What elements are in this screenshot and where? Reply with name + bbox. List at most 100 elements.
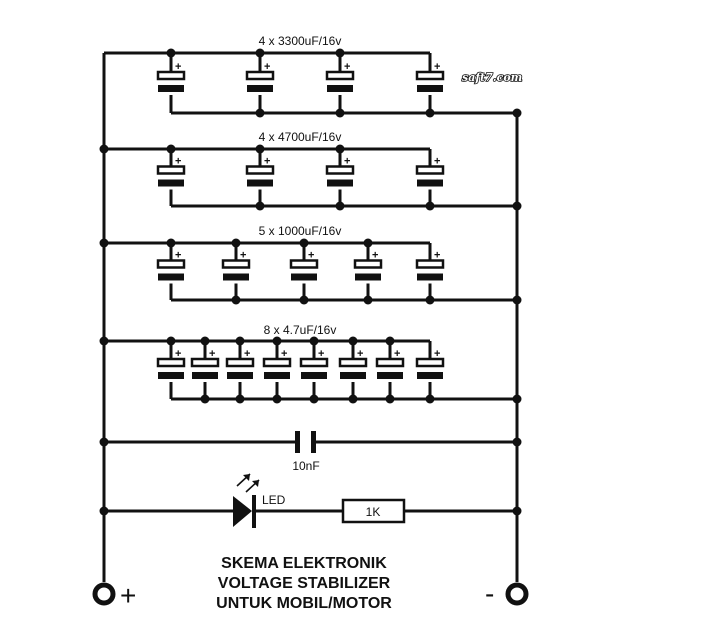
electrolytic-capacitor: +: [415, 156, 445, 187]
electrolytic-capacitor: +: [415, 61, 445, 92]
junction-dot: [425, 295, 435, 305]
junction-dot: [512, 295, 522, 305]
resistor-label: 1K: [366, 505, 381, 519]
junction-dot: [99, 144, 109, 154]
junction-dot: [335, 144, 345, 154]
polarity-plus-icon: +: [434, 250, 440, 262]
arrowhead-icon: [252, 480, 259, 487]
polarity-plus-icon: +: [264, 61, 270, 73]
junction-dot: [335, 201, 345, 211]
junction-dot: [99, 238, 109, 248]
bank-label-1: 4 x 3300uF/16v: [259, 34, 342, 48]
junction-dot: [255, 108, 265, 118]
polarity-plus-icon: +: [175, 156, 181, 168]
polarity-plus-icon: +: [308, 250, 314, 262]
electrolytic-capacitor: +: [245, 156, 275, 187]
electrolytic-capacitor: +: [415, 348, 445, 379]
junction-dot: [335, 48, 345, 58]
junction-dot: [425, 201, 435, 211]
junction-dot: [309, 336, 319, 346]
junction-dot: [200, 336, 210, 346]
junction-dot: [385, 394, 395, 404]
junction-dot: [299, 238, 309, 248]
polarity-plus-icon: +: [175, 250, 181, 262]
junction-dot: [200, 394, 210, 404]
junction-dot: [272, 336, 282, 346]
title-line-1: SKEMA ELEKTRONIK: [221, 555, 387, 572]
electrolytic-capacitor: +: [375, 348, 405, 379]
ceramic-capacitor-plate: [295, 431, 300, 453]
junction-dot: [272, 394, 282, 404]
junction-dot: [166, 336, 176, 346]
electrolytic-capacitor: +: [156, 250, 186, 281]
led-label: LED: [262, 493, 286, 507]
electrolytic-capacitor: +: [225, 348, 255, 379]
watermark: saft7.com: [462, 71, 522, 84]
junction-dot: [512, 201, 522, 211]
junction-dot: [166, 238, 176, 248]
polarity-plus-icon: +: [175, 61, 181, 73]
polarity-plus-icon: +: [240, 250, 246, 262]
junction-dot: [335, 108, 345, 118]
electrolytic-capacitor: +: [325, 61, 355, 92]
electrolytic-capacitor: +: [289, 250, 319, 281]
electrolytic-capacitor: +: [156, 156, 186, 187]
electrolytic-capacitor: +: [245, 61, 275, 92]
polarity-plus-icon: +: [357, 348, 363, 360]
junction-dot: [166, 48, 176, 58]
junction-dot: [425, 108, 435, 118]
junction-dot: [512, 506, 522, 516]
bank-label-4: 8 x 4.7uF/16v: [264, 323, 337, 337]
electrolytic-capacitor: +: [415, 250, 445, 281]
junction-dot: [425, 394, 435, 404]
junction-dot: [385, 336, 395, 346]
junction-dot: [299, 295, 309, 305]
junction-dot: [512, 394, 522, 404]
led-cathode-bar: [252, 495, 256, 528]
junction-dot: [166, 144, 176, 154]
polarity-plus-icon: +: [372, 250, 378, 262]
ceramic-capacitor-plate: [311, 431, 316, 453]
junction-dot: [309, 394, 319, 404]
title-line-2: VOLTAGE STABILIZER: [218, 575, 391, 592]
junction-dot: [231, 295, 241, 305]
junction-dot: [99, 336, 109, 346]
title-line-3: UNTUK MOBIL/MOTOR: [216, 595, 392, 612]
polarity-plus-icon: +: [209, 348, 215, 360]
electrolytic-capacitor: +: [221, 250, 251, 281]
bank-label-2: 4 x 4700uF/16v: [259, 130, 342, 144]
electrolytic-capacitor: +: [190, 348, 220, 379]
bank-label-3: 5 x 1000uF/16v: [259, 224, 342, 238]
electrolytic-capacitor: +: [353, 250, 383, 281]
junction-dot: [363, 238, 373, 248]
junction-dot: [99, 506, 109, 516]
led-diode-icon: [233, 496, 252, 527]
polarity-plus-icon: +: [318, 348, 324, 360]
junction-dot: [99, 437, 109, 447]
junction-dot: [235, 336, 245, 346]
electrolytic-capacitor: +: [325, 156, 355, 187]
junction-dot: [512, 108, 522, 118]
polarity-plus-icon: +: [344, 61, 350, 73]
electrolytic-capacitor: +: [262, 348, 292, 379]
positive-terminal: [92, 582, 116, 606]
electrolytic-capacitor: +: [156, 61, 186, 92]
junction-dot: [348, 336, 358, 346]
junction-dot: [363, 295, 373, 305]
polarity-plus-icon: +: [394, 348, 400, 360]
junction-dot: [255, 144, 265, 154]
polarity-plus-icon: +: [434, 348, 440, 360]
junction-dot: [231, 238, 241, 248]
junction-dot: [255, 201, 265, 211]
electrolytic-capacitor: +: [338, 348, 368, 379]
junction-dot: [255, 48, 265, 58]
arrowhead-icon: [243, 474, 250, 481]
polarity-plus-icon: +: [344, 156, 350, 168]
electrolytic-capacitor: +: [156, 348, 186, 379]
negative-terminal: [505, 582, 529, 606]
polarity-plus-icon: +: [244, 348, 250, 360]
negative-terminal-label: -: [485, 578, 494, 609]
junction-dot: [512, 437, 522, 447]
polarity-plus-icon: +: [434, 156, 440, 168]
